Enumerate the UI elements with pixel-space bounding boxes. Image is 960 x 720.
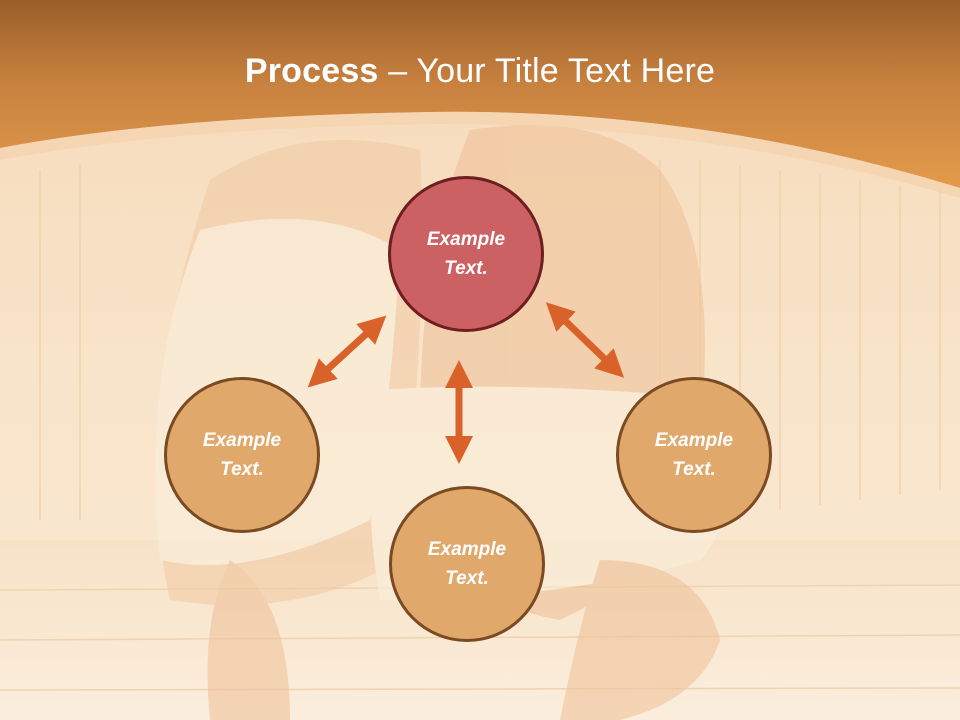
title-bold: Process: [244, 52, 379, 90]
process-node-left: Example Text.: [164, 377, 320, 533]
slide-title: Process – Your Title Text Here: [0, 52, 960, 91]
process-node-right: Example Text.: [616, 377, 772, 533]
title-rest: – Your Title Text Here: [378, 52, 716, 90]
node-top-label: Example Text.: [426, 229, 506, 279]
arrow-top-left: [307, 315, 387, 388]
node-left-label: Example Text.: [202, 430, 282, 480]
node-bottom-label: Example Text.: [427, 539, 507, 589]
arrow-top-right: [545, 302, 625, 378]
process-node-bottom: Example Text.: [389, 486, 545, 642]
node-right-label: Example Text.: [654, 430, 734, 480]
process-node-top: Example Text.: [388, 176, 544, 332]
